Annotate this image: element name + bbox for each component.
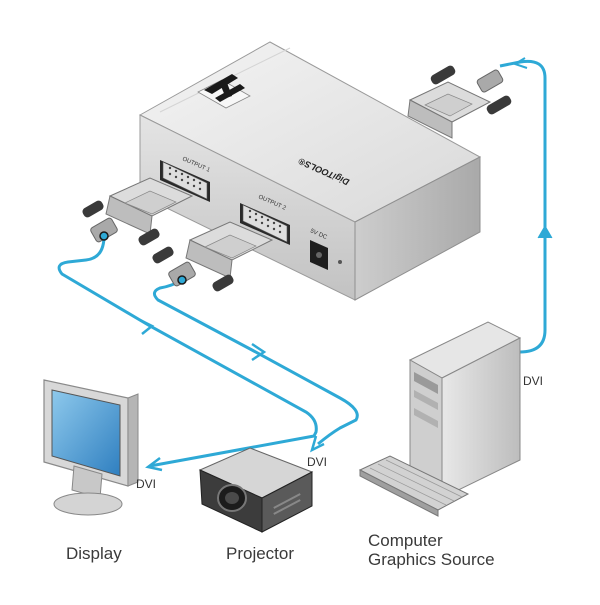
dvi-connector-input: [407, 65, 512, 139]
dvi-connector-output-2: [152, 221, 274, 292]
dvi-cable-projector: [153, 278, 359, 453]
keyboard: [358, 455, 470, 517]
kramer-logo: [197, 74, 251, 109]
output-2-port: [240, 203, 290, 245]
computer-tower: [408, 321, 522, 499]
source-label-line1: Computer: [368, 531, 443, 550]
source-label-line2: Graphics Source: [368, 550, 495, 569]
output-1-port: [160, 160, 210, 202]
dvi-cable-display: [57, 235, 318, 472]
projector-label: Projector: [226, 544, 295, 563]
dvi-label-source: DVI: [523, 374, 544, 388]
dvi-label-display: DVI: [136, 477, 157, 491]
display-label: Display: [66, 544, 122, 563]
distribution-amplifier-unit: OUTPUT 1 OUTPUT 2 5V DC DigiTOOLS®: [138, 41, 482, 301]
projector: [198, 447, 314, 533]
power-jack: [310, 240, 342, 270]
dvi-cable-source: [499, 57, 553, 354]
dvi-connector-output-1: [82, 177, 194, 246]
display-monitor: [43, 379, 139, 516]
dvi-label-projector: DVI: [307, 455, 328, 469]
